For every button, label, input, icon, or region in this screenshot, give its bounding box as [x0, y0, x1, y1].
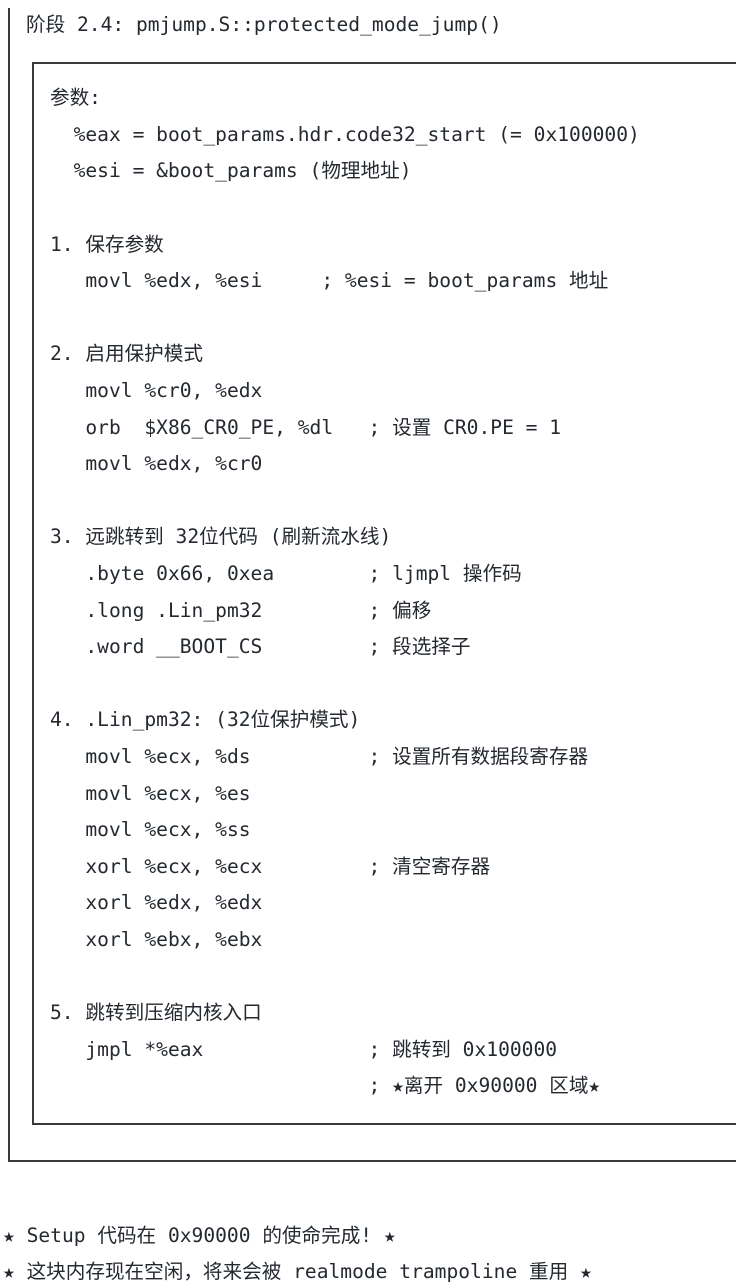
inner-box-left-border — [32, 62, 34, 1125]
code-line: 1. 保存参数 — [50, 232, 164, 256]
code-line: xorl %edx, %edx — [50, 891, 263, 915]
code-line: .word __BOOT_CS ; 段选择子 — [50, 635, 471, 659]
stage-title: 阶段 2.4: pmjump.S::protected_mode_jump() — [26, 13, 502, 36]
code-line: ; ★离开 0x90000 区域★ — [50, 1074, 601, 1098]
outer-box-bottom-border — [8, 1160, 736, 1162]
code-line: orb $X86_CR0_PE, %dl ; 设置 CR0.PE = 1 — [50, 415, 562, 439]
outer-box-left-border — [8, 8, 10, 1161]
code-line: movl %edx, %cr0 — [50, 452, 263, 476]
footer-line-1: ★ Setup 代码在 0x90000 的使命完成! ★ — [3, 1224, 396, 1247]
code-line: movl %ecx, %ss — [50, 818, 251, 842]
code-line: %eax = boot_params.hdr.code32_start (= 0… — [50, 122, 640, 146]
inner-box-top-border — [32, 62, 736, 64]
inner-box-bottom-border — [32, 1123, 736, 1125]
code-line: jmpl *%eax ; 跳转到 0x100000 — [50, 1037, 558, 1061]
code-line: .byte 0x66, 0xea ; ljmpl 操作码 — [50, 562, 522, 585]
footer-line-2: ★ 这块内存现在空闲，将来会被 realmode trampoline 重用 ★ — [3, 1260, 592, 1283]
code-line: movl %cr0, %edx — [50, 379, 263, 402]
code-line: movl %ecx, %es — [50, 781, 251, 805]
code-line: 2. 启用保护模式 — [50, 342, 203, 366]
code-line: %esi = &boot_params (物理地址) — [50, 159, 412, 183]
code-line: 4. .Lin_pm32: (32位保护模式) — [50, 708, 361, 732]
code-line: .long .Lin_pm32 ; 偏移 — [50, 598, 432, 622]
code-line: movl %edx, %esi ; %esi = boot_params 地址 — [50, 269, 609, 293]
code-line: movl %ecx, %ds ; 设置所有数据段寄存器 — [50, 745, 589, 768]
code-line: 3. 远跳转到 32位代码 (刷新流水线) — [50, 525, 392, 549]
code-line: 5. 跳转到压缩内核入口 — [50, 1001, 262, 1025]
code-line: xorl %ecx, %ecx ; 清空寄存器 — [50, 854, 491, 878]
code-line: 参数: — [50, 86, 101, 110]
code-line: xorl %ebx, %ebx — [50, 928, 263, 951]
